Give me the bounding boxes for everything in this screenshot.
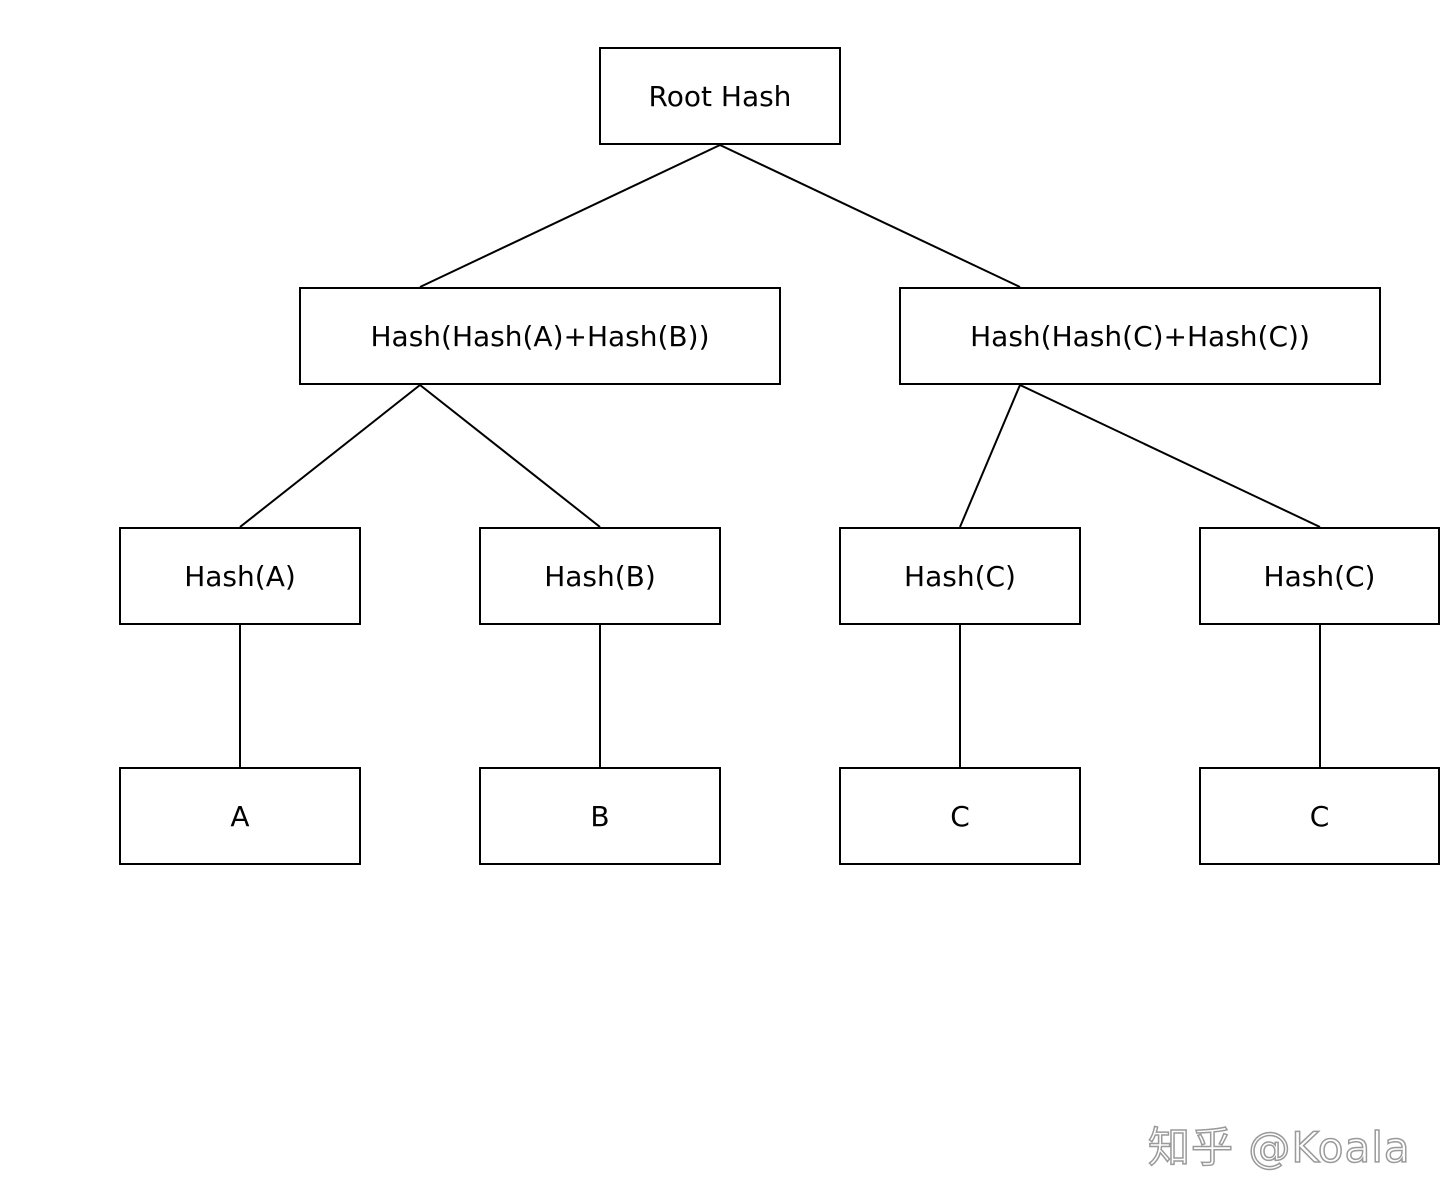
root-hash-node: Root Hash bbox=[599, 47, 841, 145]
hash-b-node: Hash(B) bbox=[479, 527, 721, 625]
edge-root-left-branch bbox=[419, 144, 721, 288]
right-branch-hash-node: Hash(Hash(C)+Hash(C)) bbox=[899, 287, 1381, 385]
hash-c-node-2: Hash(C) bbox=[1199, 527, 1440, 625]
left-branch-hash-node: Hash(Hash(A)+Hash(B)) bbox=[299, 287, 781, 385]
edge-left-branch-hash-b bbox=[419, 384, 601, 528]
edge-left-branch-hash-a bbox=[239, 384, 421, 528]
data-c-node-1: C bbox=[839, 767, 1081, 865]
watermark: 知乎 @Koala bbox=[1147, 1122, 1411, 1173]
hash-a-node: Hash(A) bbox=[119, 527, 361, 625]
data-a-node: A bbox=[119, 767, 361, 865]
edge-root-right-branch bbox=[719, 144, 1021, 288]
hash-c-node-1: Hash(C) bbox=[839, 527, 1081, 625]
edge-right-branch-hash-c-2 bbox=[1019, 384, 1321, 528]
data-c-node-2: C bbox=[1199, 767, 1440, 865]
edge-right-branch-hash-c-1 bbox=[959, 384, 1021, 528]
data-b-node: B bbox=[479, 767, 721, 865]
